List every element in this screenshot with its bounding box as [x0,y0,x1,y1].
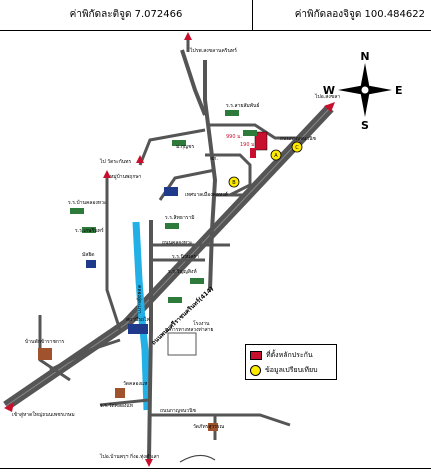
comparison-marker-b [228,176,240,188]
house-south-right [208,423,218,431]
label-school5: ร.ร.นิวนครา [172,253,199,260]
hospital-block [167,332,197,356]
legend-row-comparison: ข้อมูลเปรียบเทียบ [250,363,318,377]
label-hatyai-rd: ถนนกาญจนวนิช [280,135,317,142]
arrow-south [145,459,153,467]
label-red-marker: 990 ม. [226,134,242,140]
label-canal: คลองอู่ตะเภา [136,285,142,314]
compass-n: N [360,50,369,63]
road-east-mid [215,179,260,197]
label-wat-khu: ไป วัดระกันทร [99,158,131,165]
compass-rose: N S W E [323,50,403,132]
label-school2: ร.ร.สิทธารามิ [165,214,195,221]
road-loop [205,153,252,197]
label-station: สถานีรถไฟ [126,316,151,323]
legend-yellow-swatch [250,364,261,376]
house-left [38,348,52,360]
west-road [105,175,122,331]
label-school6: ร.ร.เกษรินทร์ [75,227,104,234]
road-to-right [210,123,300,140]
school-building-3 [165,223,179,229]
office-building [164,187,178,196]
label-temple: วัดคลองแห [123,381,147,387]
location-map: N S W E ไปรพ.สงขลานครินทร์ ไป วัดระกันทร… [3,32,403,467]
school-building-1 [70,208,84,214]
label-police: สภ. [210,156,218,162]
temple-block [115,388,125,398]
bottom-border [0,468,431,469]
road-left-branch [138,128,206,166]
legend-red-swatch [250,350,262,360]
map-header: ค่าพิกัดละติจูด 7.072466 ค่าพิกัดลองจิจู… [0,0,431,31]
compass-w: W [323,84,335,97]
arrow-west-upper [136,155,144,163]
label-hospital: ม.การทางหลวงท่าสาย [165,327,214,333]
school-building-2 [82,227,96,233]
comparison-marker-c [291,141,303,153]
south-road-east [149,413,291,427]
subject-marker-2 [250,148,256,158]
map-legend: ที่ตั้งหลักประกัน ข้อมูลเปรียบเทียบ [245,344,337,380]
decorative-swirl [179,454,216,463]
canal [132,221,151,411]
longitude-label: ค่าพิกัดลองจิจูด 100.484622 [294,9,425,20]
west-road-2 [49,338,121,372]
label-factory: โรงงาน [193,320,210,327]
school-building-8 [172,140,186,146]
school-building-4 [190,278,204,284]
label-klong-road: ถนนคลองหวะ [162,240,193,246]
label-kanchana: ถนนกาญจนวนิช [160,407,197,414]
north-road-main [203,60,218,291]
south-road-left [99,398,150,407]
legend-item1-label: ที่ตั้งหลักประกัน [266,351,313,359]
legend-row-subject: ที่ตั้งหลักประกัน [250,348,313,362]
school-building-7 [243,130,257,136]
label-bldg-top: ม.กุญชร [176,144,195,150]
legend-item2-label: ข้อมูลเปรียบเทียบ [265,366,318,374]
label-bldg-top2: ร.ร.สายสัมพันธ์ [226,102,259,109]
arrow-west [103,170,111,178]
latitude-label: ค่าพิกัดละติจูด 7.072466 [0,0,253,30]
label-school1: ร.ร.บ้านคลองหวะ [68,199,107,206]
label-office: เทศบาลเมืองคอหงส์ [185,191,228,198]
label-ubon: หมู่บ้านพฤกษา [110,173,142,180]
compass-e: E [395,84,403,97]
main-highway-centerline [5,107,331,407]
school-building-5 [168,297,182,303]
marker-a-letter: A [274,153,278,159]
arrow-north [184,32,192,40]
compass-s: S [361,119,369,132]
label-red-marker-2: 190 ม. [240,142,256,148]
label-mosque: มัสยิด [82,251,95,258]
arrow-northeast [324,102,335,112]
school-building-6 [225,110,239,116]
subject-property-marker [254,131,268,151]
comparison-marker-a [270,149,282,161]
label-village: บ้านพักข้าราชการ [25,338,65,345]
label-school3: ร.ร.วัดคลองแห [100,403,133,409]
label-school4: ร.ร.วิญญสิงห์ [168,268,197,275]
vertical-road-south [147,220,153,461]
north-road-left [180,49,207,116]
arrow-southwest [4,402,14,412]
marker-b-letter: B [232,180,236,186]
marker-c-letter: C [295,145,299,151]
railway-station [128,324,148,334]
label-to-songkhla: ไปอ.สงขลา [314,93,340,100]
label-to-phatthalung: ไปอ.บ้านพรุฯ กิ่งอ.ทุ่งตำเสา [99,453,160,460]
label-to-nakhon: ไปรพ.สงขลานครินทร์ [189,47,237,54]
label-to-hatyai: เข้าสู่หาดใหญ่ถนนเพชรเกษม [12,411,75,418]
mosque-block [86,260,96,268]
label-wat-phak: วัดภัทรสุวรรณ [193,424,225,430]
